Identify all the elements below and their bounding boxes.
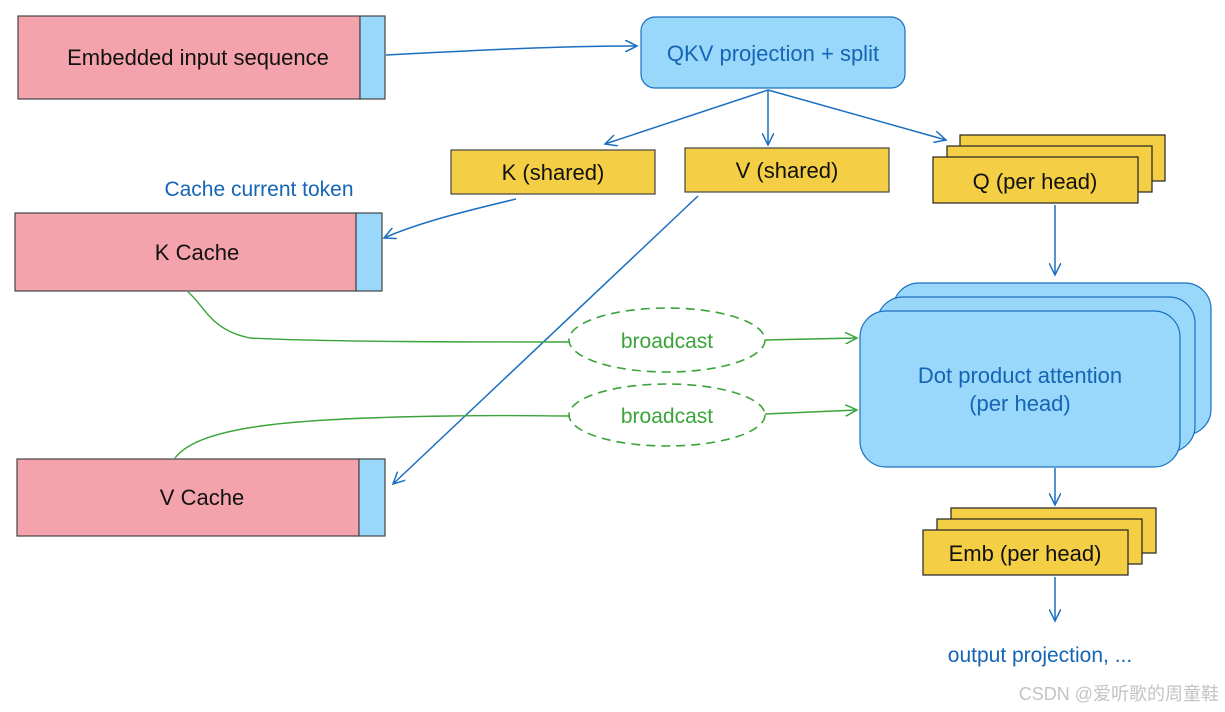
k-cache-node: K Cache	[14, 212, 383, 292]
v-shared-label: V (shared)	[736, 158, 839, 183]
arrow-qkv-to-q	[767, 89, 946, 140]
attention-node: Dot product attention (per head)	[859, 282, 1212, 468]
v-shared-node: V (shared)	[684, 147, 890, 193]
arrow-k-to-kcache	[384, 198, 517, 238]
broadcast-v-label: broadcast	[621, 405, 713, 428]
embedded-input-node: Embedded input sequence	[17, 15, 386, 100]
arrow-qkv-to-k	[605, 89, 769, 144]
watermark-text: CSDN @爱听歌的周童鞋	[1019, 684, 1219, 704]
attention-label-line1: Dot product attention	[918, 363, 1122, 388]
qkv-projection-label: QKV projection + split	[667, 41, 879, 66]
emb-per-head-node: Emb (per head)	[922, 507, 1157, 576]
qkv-projection-node: QKV projection + split	[640, 16, 906, 89]
connector-vcache-to-broadcast	[174, 414, 570, 459]
arrow-broadcast-k-to-attention	[764, 338, 857, 340]
k-cache-label: K Cache	[155, 240, 239, 265]
attention-label-line2: (per head)	[969, 391, 1071, 416]
embedded-input-label: Embedded input sequence	[67, 45, 329, 70]
q-per-head-node: Q (per head)	[932, 134, 1166, 204]
arrow-broadcast-v-to-attention	[764, 410, 857, 414]
broadcast-v-ellipse: broadcast	[568, 383, 766, 447]
connector-kcache-to-broadcast	[187, 291, 570, 343]
arrow-input-to-qkv	[385, 46, 637, 56]
broadcast-k-label: broadcast	[621, 330, 713, 353]
output-projection-label: output projection, ...	[948, 644, 1132, 667]
k-shared-node: K (shared)	[450, 149, 656, 195]
q-per-head-label: Q (per head)	[973, 169, 1098, 194]
k-shared-label: K (shared)	[502, 160, 605, 185]
arrow-v-to-vcache	[393, 195, 699, 484]
cache-current-token-label: Cache current token	[164, 178, 353, 201]
emb-per-head-label: Emb (per head)	[949, 541, 1102, 566]
v-cache-label: V Cache	[160, 485, 244, 510]
broadcast-k-ellipse: broadcast	[568, 307, 766, 373]
v-cache-node: V Cache	[16, 458, 386, 537]
